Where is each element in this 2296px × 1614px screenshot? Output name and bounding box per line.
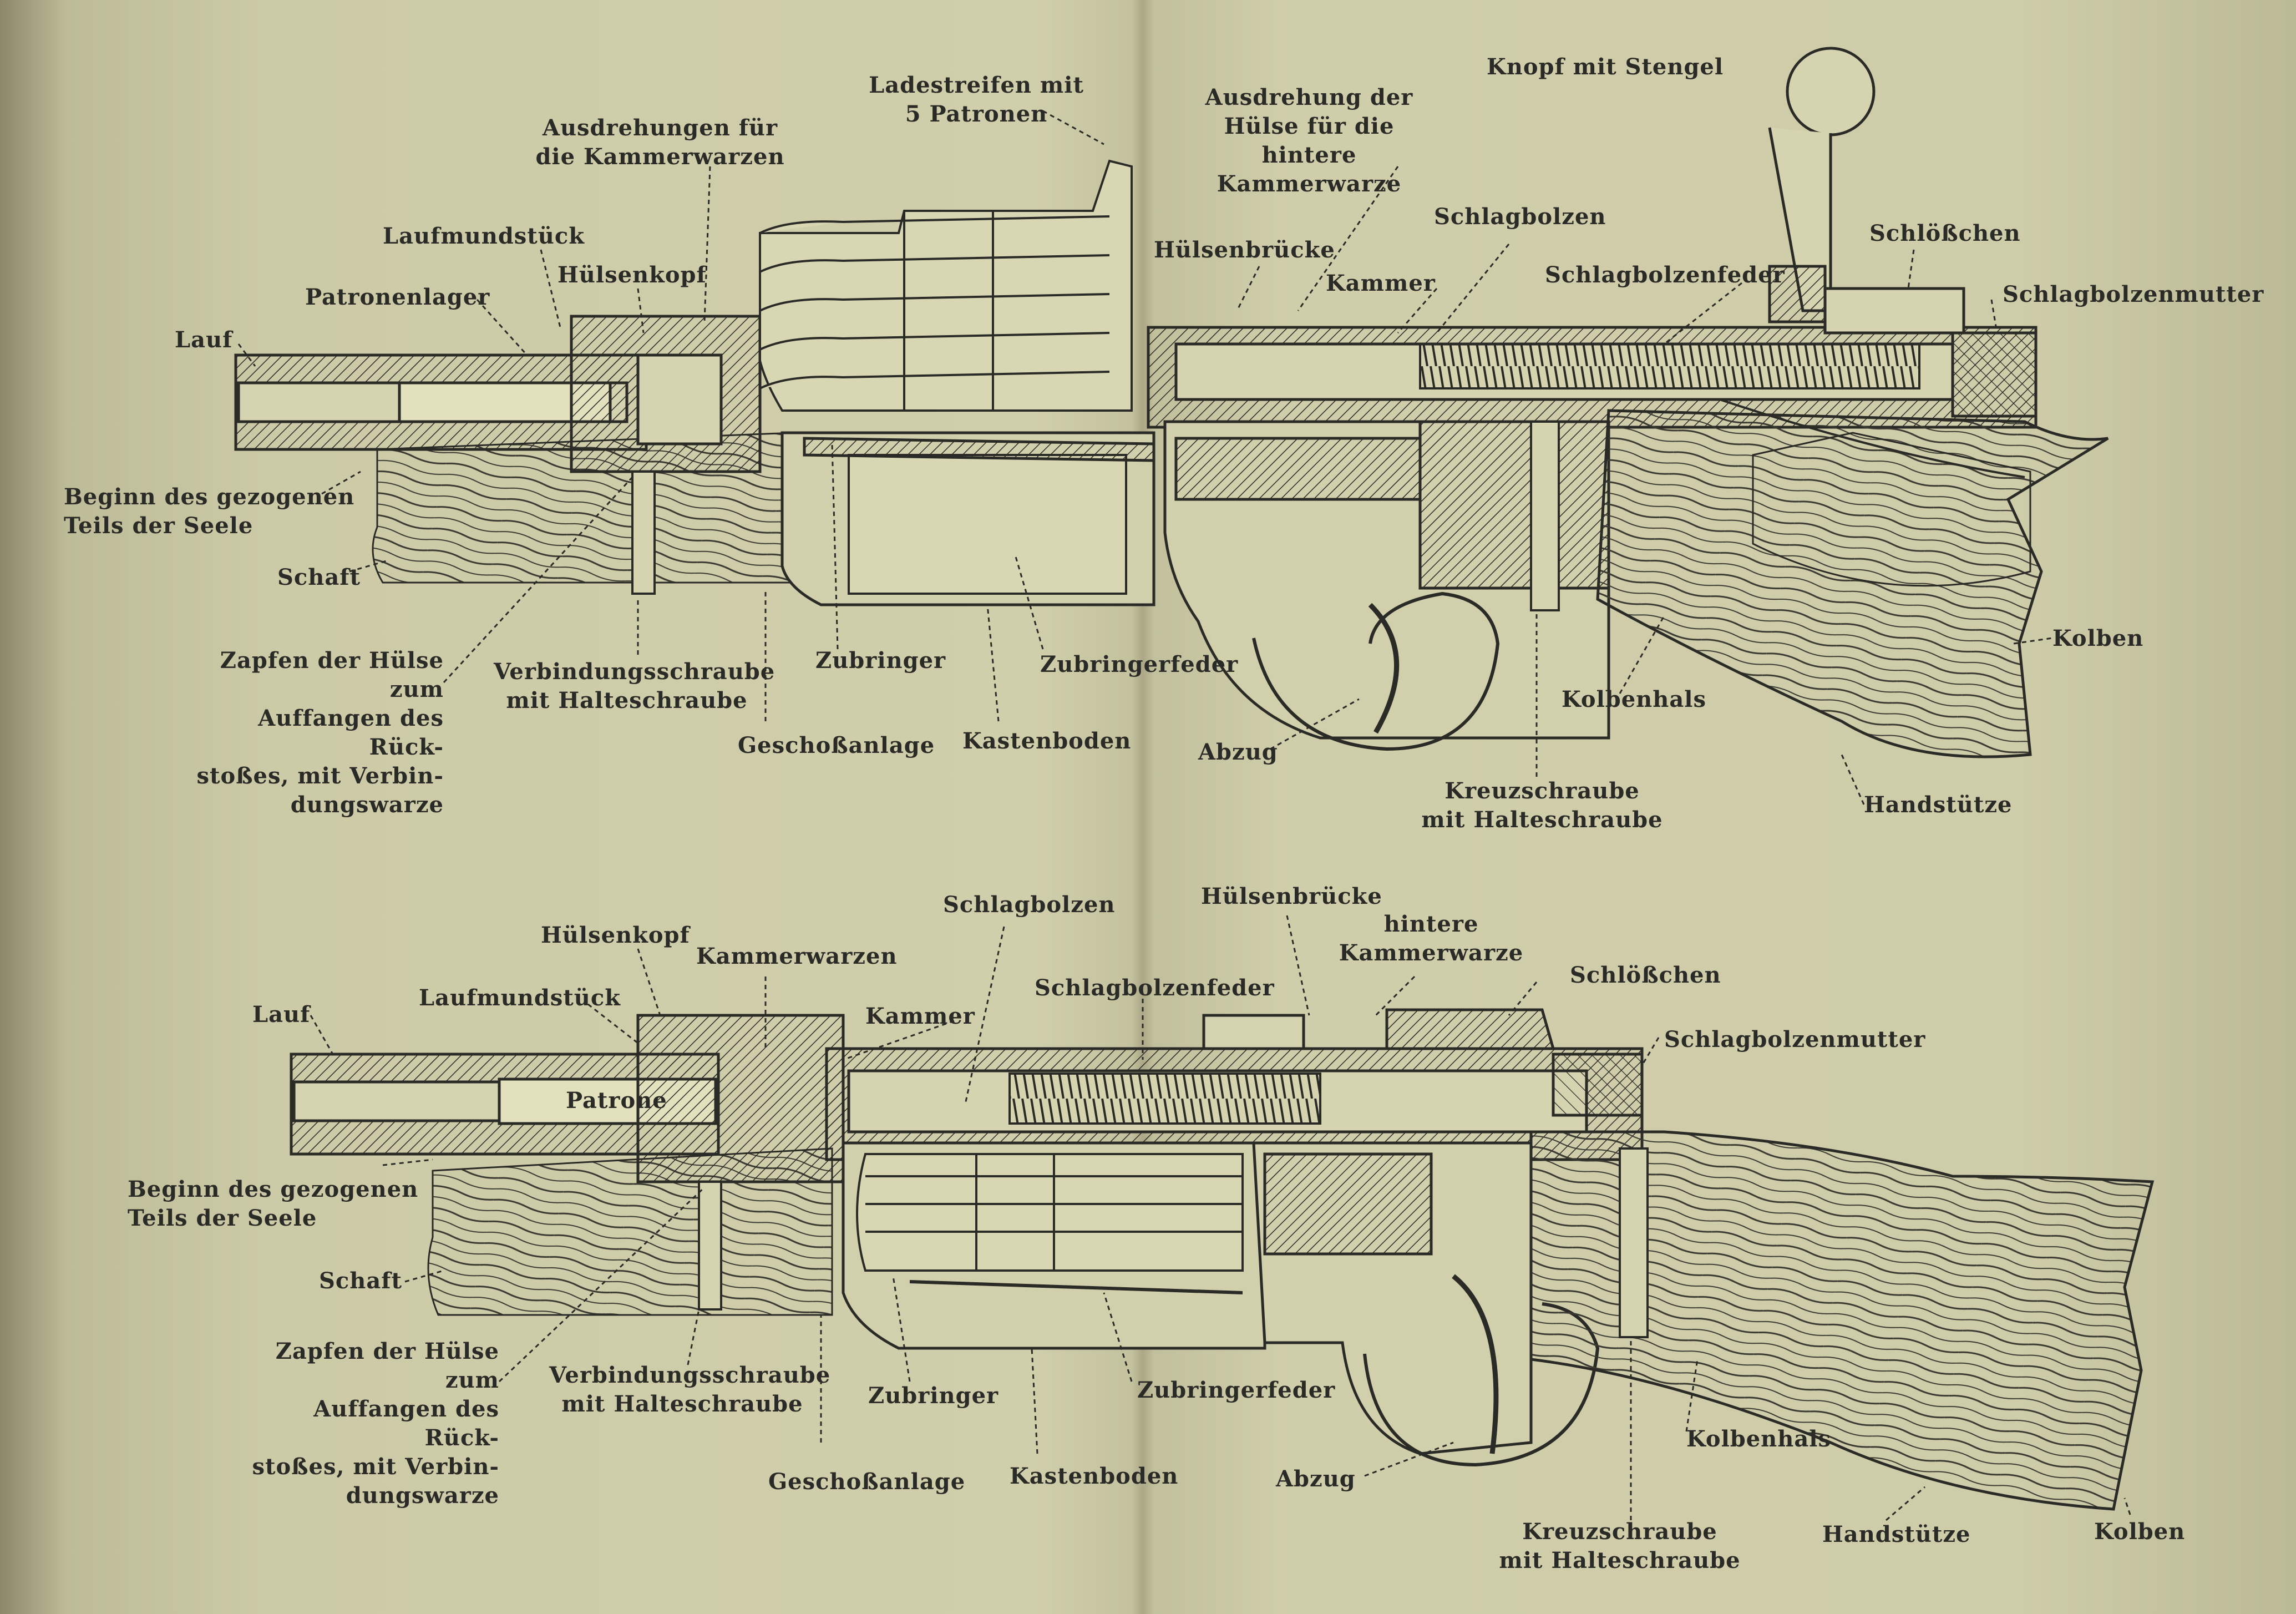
label-ladestreifen: Ladestreifen mit 5 Patronen: [869, 72, 1084, 127]
label-verbindungsschraube-bottom: Verbindungsschraube mit Halteschraube: [549, 1362, 831, 1417]
label-geschossanlage-top: Geschoßanlage: [738, 732, 935, 758]
label-beginn-seele-top: Beginn des gezogenen Teils der Seele: [64, 484, 355, 539]
label-schloesschen-top: Schlößchen: [1869, 220, 2021, 246]
label-handstuetze-bottom: Handstütze: [1822, 1521, 1971, 1547]
label-knopf-mit-stengel: Knopf mit Stengel: [1487, 54, 1724, 80]
label-kreuzschraube-top: Kreuzschraube mit Halteschraube: [1421, 778, 1663, 833]
label-abzug-top: Abzug: [1198, 739, 1278, 765]
label-kastenboden-top: Kastenboden: [962, 728, 1132, 754]
label-geschossanlage-bottom: Geschoßanlage: [768, 1469, 966, 1495]
label-huelsenkopf-bottom: Hülsenkopf: [541, 922, 690, 948]
label-laufmundstueck-top: Laufmundstück: [383, 223, 585, 249]
label-zubringer-top: Zubringer: [815, 647, 946, 674]
label-kastenboden-bottom: Kastenboden: [1010, 1463, 1179, 1489]
label-schlagbolzenfeder-top: Schlagbolzenfeder: [1545, 262, 1785, 288]
label-huelsenbruecke-bottom: Hülsenbrücke: [1201, 883, 1382, 909]
label-schlagbolzen-top: Schlagbolzen: [1434, 204, 1606, 230]
label-zubringerfeder-top: Zubringerfeder: [1040, 651, 1239, 677]
label-ausdrehung-der-huelse: Ausdrehung der Hülse für die hintere Kam…: [1205, 84, 1413, 197]
label-handstuetze-top: Handstütze: [1864, 792, 2013, 818]
label-lauf-top: Lauf: [175, 327, 233, 353]
label-kreuzschraube-bottom: Kreuzschraube mit Halteschraube: [1499, 1519, 1741, 1573]
label-abzug-bottom: Abzug: [1276, 1466, 1356, 1492]
label-zapfen-top: Zapfen der Hülse zum Auffangen des Rück-…: [196, 647, 444, 818]
label-kolben-bottom: Kolben: [2094, 1519, 2186, 1545]
label-verbindungsschraube-top: Verbindungsschraube mit Halteschraube: [494, 659, 776, 714]
label-laufmundstueck-bottom: Laufmundstück: [419, 985, 621, 1011]
label-kammerwarzen: Kammerwarzen: [696, 943, 898, 969]
label-schloesschen-bottom: Schlößchen: [1570, 962, 1721, 988]
label-huelsenbruecke-top: Hülsenbrücke: [1154, 237, 1335, 263]
label-kammer-top: Kammer: [1326, 270, 1436, 296]
label-kolben-top: Kolben: [2052, 625, 2144, 651]
label-zubringerfeder-bottom: Zubringerfeder: [1137, 1377, 1336, 1403]
label-schaft-bottom: Schaft: [319, 1268, 402, 1294]
label-schlagbolzenmutter-bottom: Schlagbolzenmutter: [1664, 1026, 1926, 1053]
label-zapfen-bottom: Zapfen der Hülse zum Auffangen des Rück-…: [252, 1338, 499, 1509]
label-schaft-top: Schaft: [277, 564, 361, 590]
label-schlagbolzen-bottom: Schlagbolzen: [943, 892, 1116, 918]
label-kammer-bottom: Kammer: [865, 1003, 975, 1029]
label-lauf-bottom: Lauf: [252, 1001, 311, 1028]
label-beginn-seele-bottom: Beginn des gezogenen Teils der Seele: [128, 1176, 419, 1231]
label-ausdrehungen-kammerwarzen: Ausdrehungen für die Kammerwarzen: [535, 115, 785, 170]
label-kolbenhals-bottom: Kolbenhals: [1686, 1426, 1831, 1452]
page-shadow: [0, 0, 67, 1614]
bottom-leader-lines: [310, 915, 2131, 1521]
label-kolbenhals-top: Kolbenhals: [1562, 686, 1706, 712]
top-rifle-diagram: [234, 47, 2109, 758]
label-patrone: Patrone: [566, 1087, 667, 1114]
top-leader-lines: [237, 110, 2053, 805]
label-patronenlager: Patronenlager: [305, 284, 490, 310]
bottom-rifle-diagram: [290, 1008, 2155, 1511]
label-huelsenkopf-top: Hülsenkopf: [557, 262, 707, 288]
label-schlagbolzenmutter-top: Schlagbolzenmutter: [2003, 281, 2264, 307]
label-schlagbolzenfeder-bottom: Schlagbolzenfeder: [1035, 975, 1275, 1001]
label-hintere-kammerwarze: hintere Kammerwarze: [1339, 911, 1524, 966]
label-zubringer-bottom: Zubringer: [868, 1383, 999, 1409]
